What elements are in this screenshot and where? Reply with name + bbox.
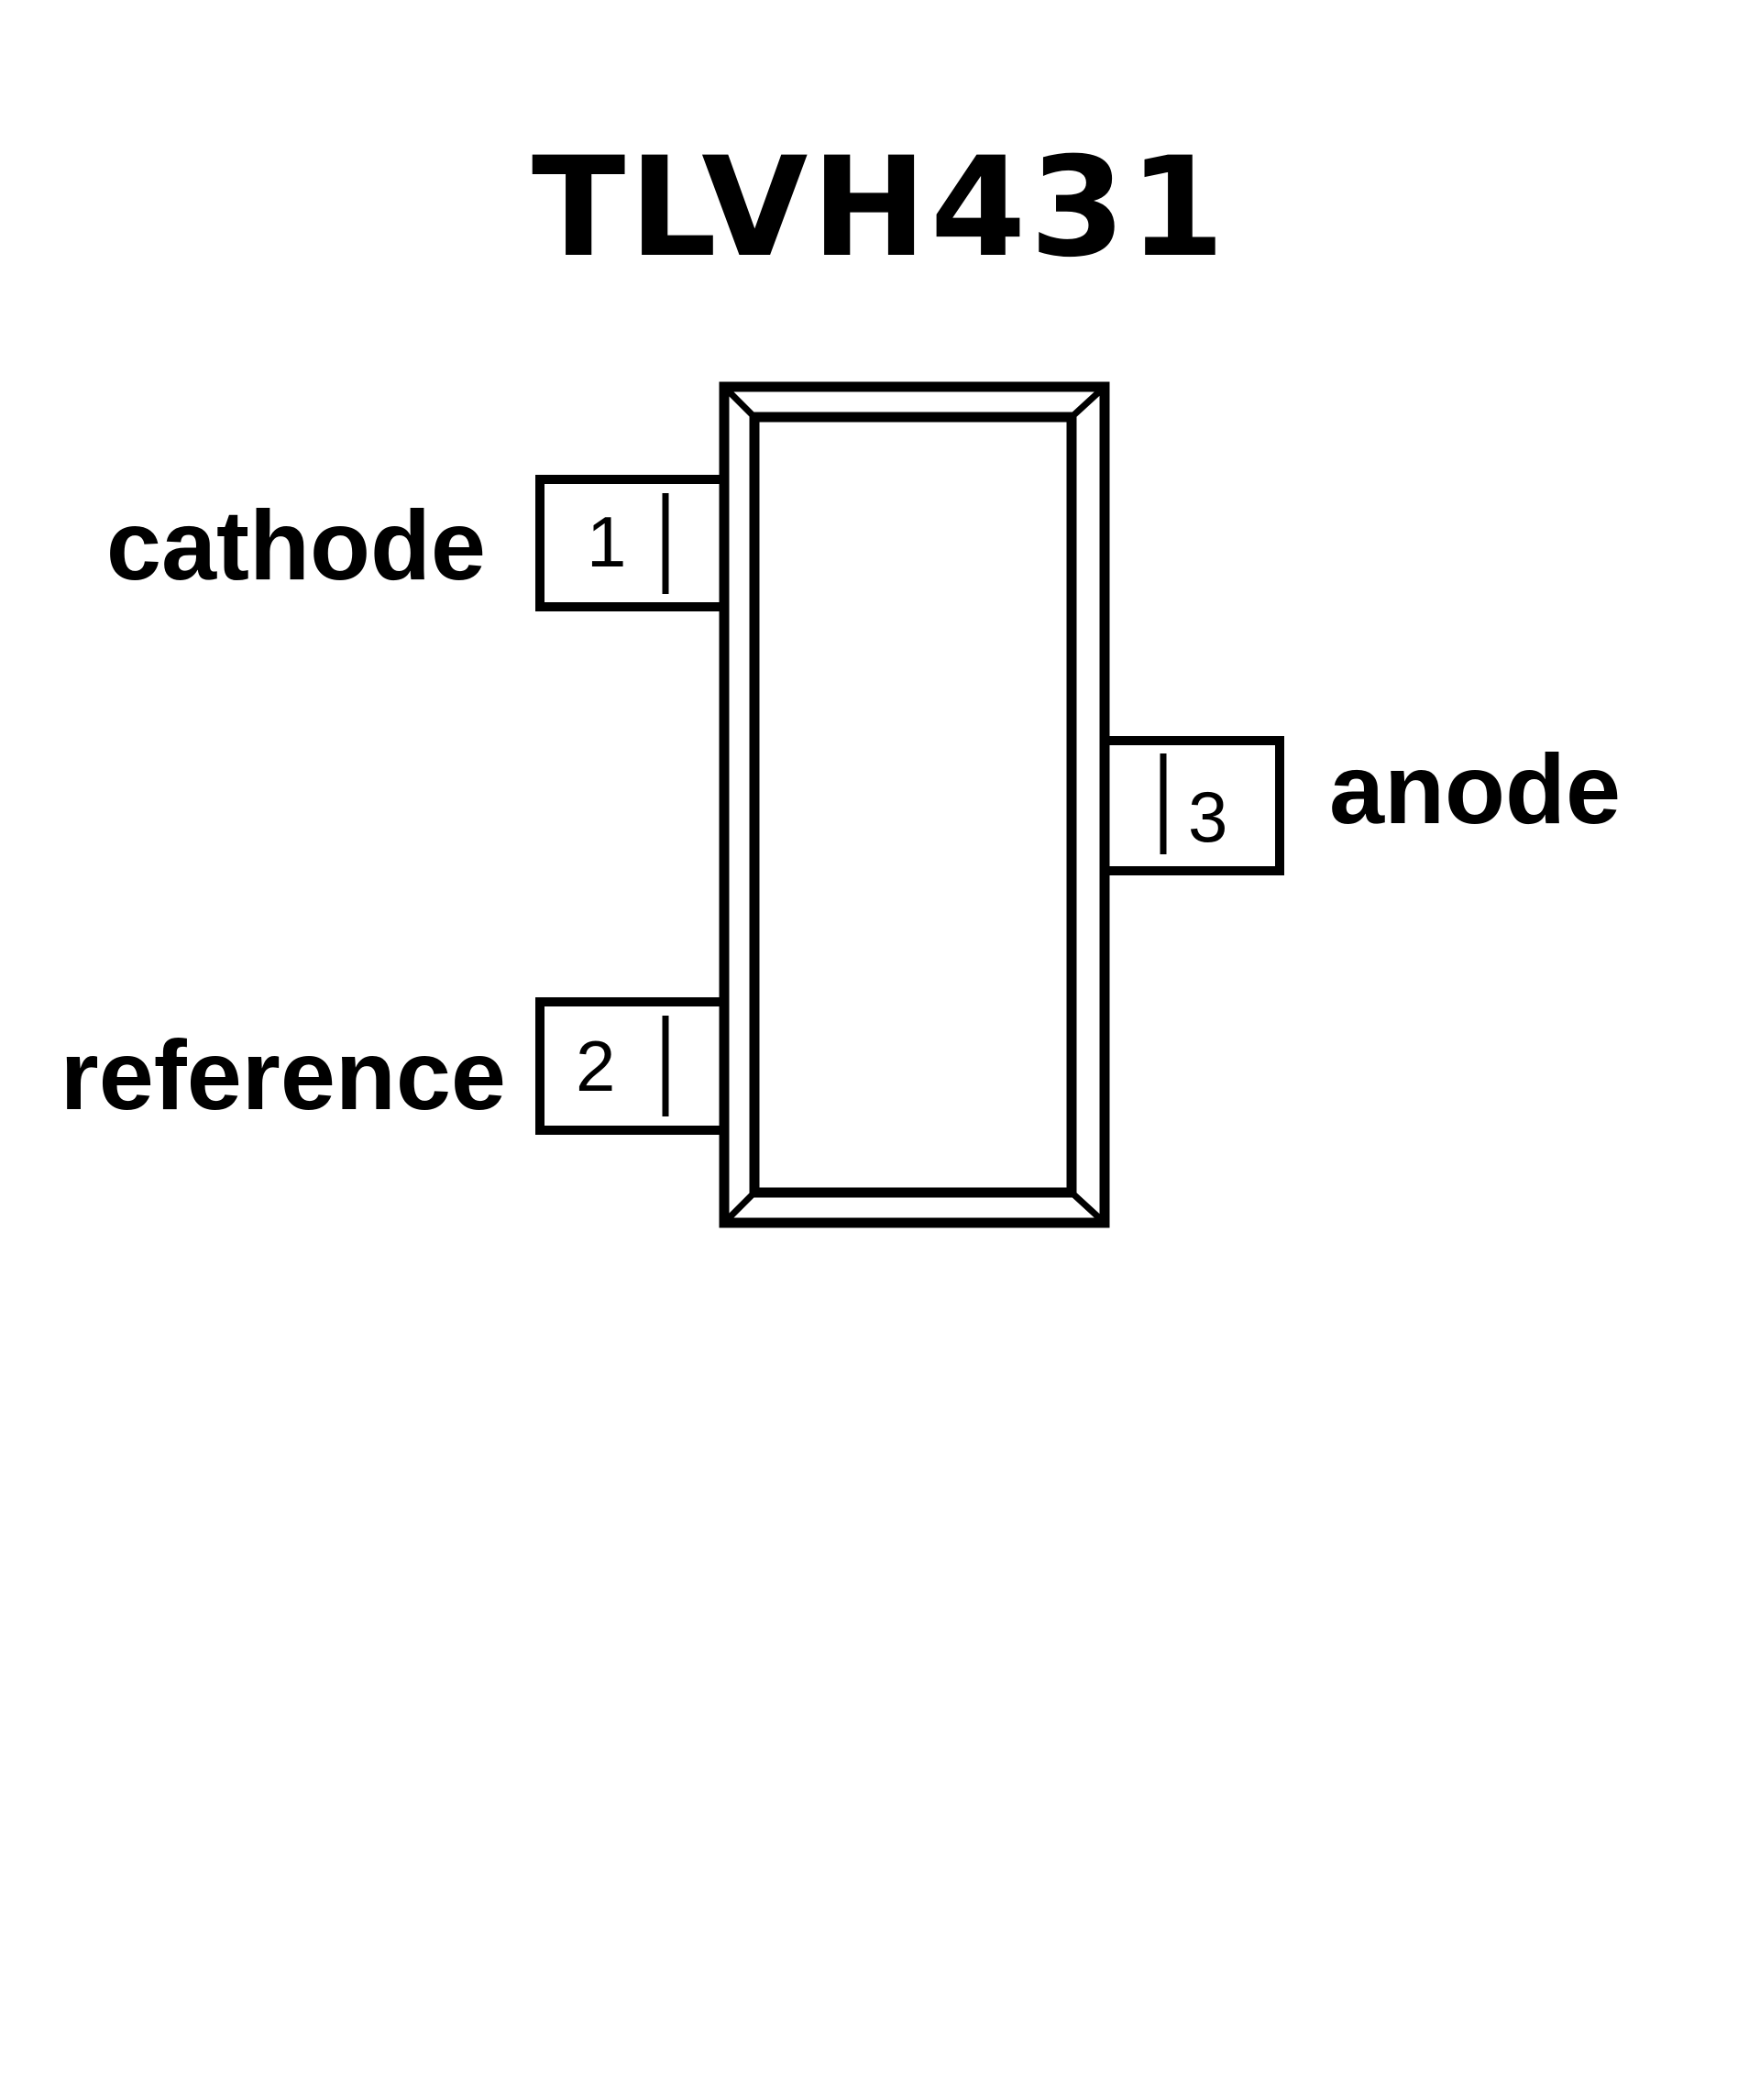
pin-1-number: 1 bbox=[587, 501, 626, 582]
pin-3: 3 anode bbox=[1105, 733, 1621, 875]
pin-2: 2 reference bbox=[60, 997, 724, 1135]
diagram-title: TLVH431 bbox=[532, 128, 1228, 288]
pin-2-lead bbox=[535, 997, 724, 1135]
package-outline bbox=[719, 381, 1110, 1228]
pin-1-lead bbox=[535, 475, 724, 611]
pin-3-number: 3 bbox=[1188, 776, 1227, 857]
pin-2-number: 2 bbox=[576, 1026, 615, 1106]
pin-3-label: anode bbox=[1329, 733, 1621, 844]
bevel-top-left bbox=[721, 384, 757, 420]
pin-1-label: cathode bbox=[106, 489, 486, 600]
bevel-top-right bbox=[1069, 384, 1107, 420]
pin-2-label: reference bbox=[60, 1019, 506, 1130]
package-body bbox=[719, 381, 1110, 1228]
pin-1: 1 cathode bbox=[106, 475, 724, 611]
bevel-bottom-right bbox=[1069, 1190, 1107, 1226]
pin-3-lead bbox=[1105, 736, 1284, 875]
bevel-bottom-left bbox=[721, 1190, 757, 1226]
package-inner-outline bbox=[749, 412, 1077, 1198]
